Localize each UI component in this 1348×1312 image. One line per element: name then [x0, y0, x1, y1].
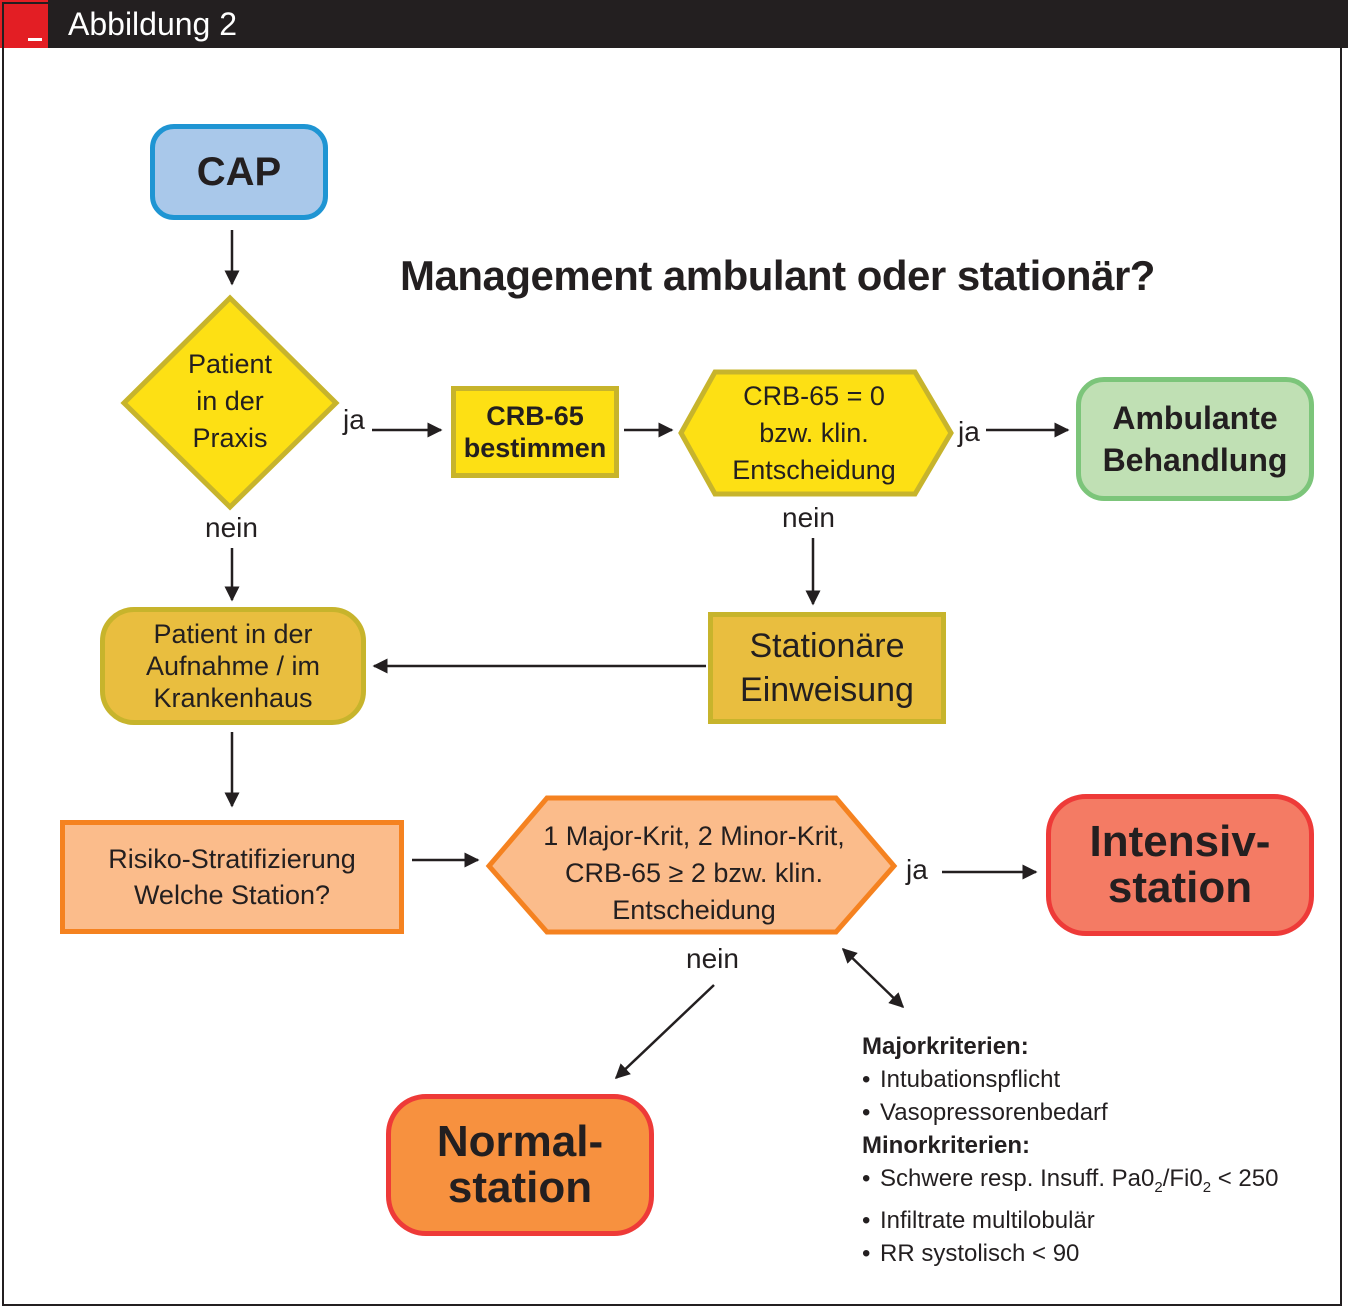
arrow-kriterien-criteria-link	[841, 947, 905, 1009]
criteria-item-pao2: Schwere resp. Insuff. Pa02/Fi02 < 250	[862, 1162, 1332, 1204]
stationaer-line: Einweisung	[740, 671, 914, 709]
intensiv-line: station	[1107, 863, 1253, 912]
threshold-text: < 250	[1211, 1165, 1279, 1192]
risiko-line: Risiko-Stratifizierung	[108, 844, 356, 874]
edge-label-ja: ja	[343, 404, 365, 435]
stationaer-line: Stationäre	[749, 627, 905, 665]
ambulant-line: Ambulante	[1112, 400, 1278, 436]
criteria-item: Vasopressorenbedarf	[862, 1096, 1332, 1129]
kriterien-line: CRB-65 ≥ 2 bzw. klin.	[565, 857, 823, 888]
fio2-text: /Fi0	[1162, 1165, 1203, 1192]
edge-label-nein: nein	[205, 512, 258, 543]
edge-label-ja: ja	[958, 416, 980, 447]
decision-patient-in-praxis	[120, 294, 340, 511]
major-criteria-heading: Majorkriterien:	[862, 1033, 1029, 1060]
header-accent-marker	[0, 0, 48, 48]
normal-line: Normal-	[436, 1117, 604, 1166]
figure-header-bar	[0, 0, 1348, 48]
criteria-item: Intubationspflicht	[862, 1063, 1332, 1096]
decision-praxis-line: in der	[196, 385, 264, 416]
risiko-line: Welche Station?	[133, 880, 331, 910]
intensiv-line: Intensiv-	[1089, 817, 1271, 866]
edge-label-nein: nein	[782, 502, 835, 533]
decision-praxis-line: Patient	[187, 348, 273, 379]
aufnahme-line: Patient in der	[153, 619, 313, 649]
criteria-list: Majorkriterien: Intubationspflicht Vasop…	[862, 1030, 1332, 1270]
decision-praxis-line: Praxis	[192, 422, 268, 453]
decision-kriterien	[485, 795, 898, 935]
kriterien-line: Entscheidung	[612, 894, 776, 925]
fio2-subscript: 2	[1202, 1178, 1212, 1196]
criteria-item: Infiltrate multilobulär	[862, 1204, 1332, 1237]
diagram-title: Management ambulant oder stationär?	[400, 252, 1155, 299]
node-patient-aufnahme: Patient in der Aufnahme / im Krankenhaus	[100, 607, 366, 725]
node-cap: CAP	[150, 124, 328, 220]
aufnahme-line: Aufnahme / im	[145, 651, 321, 681]
decision-crb65-zero	[678, 369, 954, 497]
node-crb65-bestimmen: CRB-65 bestimmen	[451, 386, 619, 478]
crb-line: CRB-65	[486, 401, 584, 431]
ambulant-line: Behandlung	[1102, 442, 1288, 478]
node-intensivstation: Intensiv- station	[1046, 794, 1314, 936]
decision-crb65-zero-text: CRB-65 = 0 bzw. klin. Entscheidung	[700, 372, 928, 494]
normal-line: station	[447, 1163, 593, 1212]
kriterien-line: 1 Major-Krit, 2 Minor-Krit,	[543, 820, 845, 851]
node-ambulante-behandlung: Ambulante Behandlung	[1076, 377, 1314, 501]
decision-patient-in-praxis-text: Patient in der Praxis	[140, 340, 320, 462]
criteria-item: RR systolisch < 90	[862, 1237, 1332, 1270]
figure-title: Abbildung 2	[68, 6, 238, 42]
node-cap-label: CAP	[196, 149, 282, 194]
crb-zero-line: bzw. klin.	[759, 417, 869, 448]
edge-label-nein: nein	[686, 943, 739, 974]
pao2-subscript: 2	[1154, 1178, 1163, 1196]
edge-label-ja: ja	[906, 854, 928, 885]
arrow-kriterien-to-normal	[614, 984, 715, 1080]
aufnahme-line: Krankenhaus	[153, 683, 313, 713]
minor-criteria-heading: Minorkriterien:	[862, 1132, 1031, 1159]
crb-zero-line: Entscheidung	[732, 454, 896, 485]
node-normalstation: Normal- station	[386, 1094, 654, 1236]
pao2-text: Schwere resp. Insuff. Pa0	[880, 1165, 1155, 1192]
node-stationaere-einweisung: Stationäre Einweisung	[708, 612, 946, 724]
decision-kriterien-text: 1 Major-Krit, 2 Minor-Krit, CRB-65 ≥ 2 b…	[505, 812, 883, 934]
crb-line: bestimmen	[463, 433, 607, 463]
crb-zero-line: CRB-65 = 0	[743, 380, 885, 411]
node-risiko-stratifizierung: Risiko-Stratifizierung Welche Station?	[60, 820, 404, 934]
